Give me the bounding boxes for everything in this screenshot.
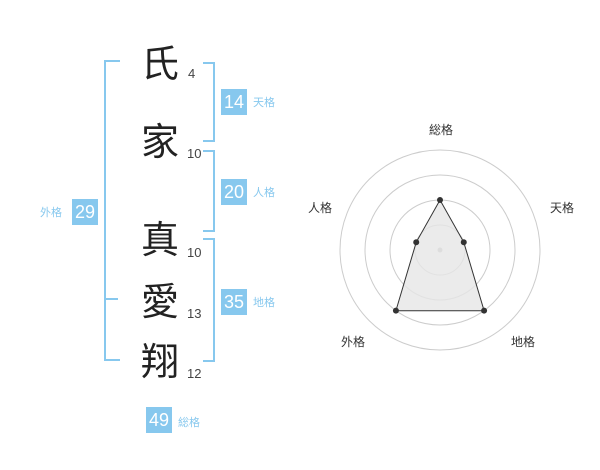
soukaku-value: 49 xyxy=(146,407,172,433)
radar-point-3 xyxy=(481,307,488,314)
name-char-2: 家 xyxy=(141,120,180,164)
tenkaku-bracket xyxy=(203,62,215,142)
radar-label-tenkaku: 天格 xyxy=(550,200,574,215)
radar-point-5 xyxy=(413,239,420,246)
jinkaku-value: 20 xyxy=(221,179,247,205)
radar-point-1 xyxy=(437,197,443,203)
chikaku-label: 地格 xyxy=(253,296,275,309)
radar-label-soukaku: 総格 xyxy=(429,122,453,137)
radar-label-gaikaku: 外格 xyxy=(341,334,365,349)
jinkaku-bracket xyxy=(203,150,215,232)
stroke-count-1: 4 xyxy=(188,66,196,81)
radar-ring xyxy=(364,174,516,326)
name-char-1: 氏 xyxy=(141,42,180,86)
tenkaku-label: 天格 xyxy=(253,96,275,109)
radar-ring xyxy=(339,149,541,351)
gaikaku-bracket-tick xyxy=(104,298,118,300)
radar-label-chikaku: 地格 xyxy=(511,334,535,349)
gaikaku-label: 外格 xyxy=(40,206,62,219)
name-char-4: 愛 xyxy=(141,280,180,324)
name-char-3: 真 xyxy=(141,218,180,262)
radar-points xyxy=(392,197,488,314)
stroke-count-5: 12 xyxy=(187,366,202,381)
radar-point-4 xyxy=(392,307,399,314)
stroke-count-4: 13 xyxy=(187,306,202,321)
gaikaku-bracket xyxy=(104,60,120,361)
radar-point-2 xyxy=(460,239,467,246)
stroke-count-3: 10 xyxy=(187,245,202,260)
jinkaku-label: 人格 xyxy=(253,186,275,199)
chikaku-value: 35 xyxy=(221,289,247,315)
name-char-5: 翔 xyxy=(141,340,180,384)
soukaku-label: 総格 xyxy=(178,416,200,429)
gaikaku-value: 29 xyxy=(72,199,98,225)
tenkaku-value: 14 xyxy=(221,89,247,115)
radar-label-jinkaku: 人格 xyxy=(308,200,332,215)
stroke-count-2: 10 xyxy=(187,146,202,161)
radar-polygon xyxy=(395,198,485,312)
chikaku-bracket xyxy=(203,238,215,362)
